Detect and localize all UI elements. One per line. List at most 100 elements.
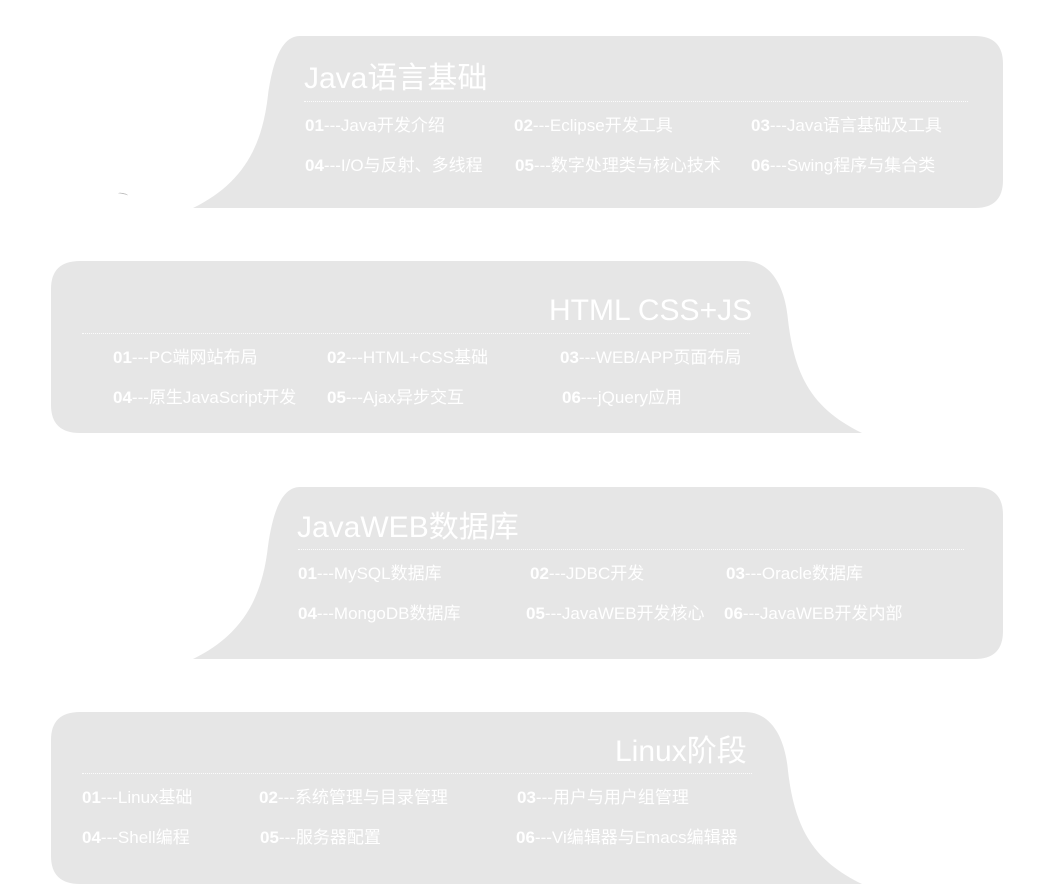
- item-separator: ---: [277, 788, 295, 807]
- item-label: MySQL数据库: [333, 564, 442, 583]
- item-separator: ---: [100, 828, 118, 847]
- course-item-01[interactable]: 01---Java开发介绍: [305, 116, 445, 136]
- item-separator: ---: [345, 388, 363, 407]
- item-separator: ---: [548, 564, 566, 583]
- course-item-02[interactable]: 02---JDBC开发: [530, 564, 644, 584]
- item-separator: ---: [533, 156, 551, 175]
- item-number: 01: [82, 788, 101, 807]
- item-number: 02: [514, 116, 533, 135]
- item-number: 04: [82, 828, 101, 847]
- item-number: 06: [724, 604, 743, 623]
- item-number: 06: [751, 156, 770, 175]
- item-separator: ---: [100, 788, 118, 807]
- item-label: Shell编程: [117, 828, 190, 847]
- item-number: 01: [305, 116, 324, 135]
- item-label: 原生JavaScript开发: [148, 388, 297, 407]
- course-item-02[interactable]: 02---系统管理与目录管理: [259, 788, 448, 808]
- item-number: 03: [517, 788, 536, 807]
- item-number: 04: [305, 156, 324, 175]
- item-number: 02: [530, 564, 549, 583]
- item-number: 02: [259, 788, 278, 807]
- course-item-05[interactable]: 05---数字处理类与核心技术: [515, 156, 721, 176]
- item-label: Linux基础: [117, 788, 193, 807]
- item-label: jQuery应用: [597, 388, 682, 407]
- item-label: Eclipse开发工具: [549, 116, 673, 135]
- item-separator: ---: [131, 388, 149, 407]
- item-label: JavaWEB开发核心: [561, 604, 705, 623]
- item-separator: ---: [769, 156, 787, 175]
- course-item-06[interactable]: 06---jQuery应用: [562, 388, 682, 408]
- course-item-01[interactable]: 01---MySQL数据库: [298, 564, 442, 584]
- item-separator: ---: [316, 564, 334, 583]
- item-number: 05: [260, 828, 279, 847]
- item-separator: ---: [578, 348, 596, 367]
- item-label: Oracle数据库: [761, 564, 863, 583]
- course-item-03[interactable]: 03---WEB/APP页面布局: [560, 348, 741, 368]
- course-item-01[interactable]: 01---Linux基础: [82, 788, 193, 808]
- course-item-04[interactable]: 04---MongoDB数据库: [298, 604, 461, 624]
- item-label: Swing程序与集合类: [786, 156, 936, 175]
- card-title: Linux阶段: [615, 735, 747, 768]
- item-number: 05: [526, 604, 545, 623]
- item-separator: ---: [316, 604, 334, 623]
- item-separator: ---: [769, 116, 787, 135]
- card-title: JavaWEB数据库: [297, 511, 519, 544]
- item-label: I/O与反射、多线程: [340, 156, 483, 175]
- item-label: 服务器配置: [295, 828, 381, 847]
- item-label: 数字处理类与核心技术: [550, 156, 721, 175]
- item-number: 06: [562, 388, 581, 407]
- item-separator: ---: [532, 116, 550, 135]
- course-item-02[interactable]: 02---Eclipse开发工具: [514, 116, 673, 136]
- item-number: 04: [113, 388, 132, 407]
- item-separator: ---: [544, 604, 562, 623]
- item-label: Ajax异步交互: [362, 388, 464, 407]
- item-label: HTML+CSS基础: [362, 348, 489, 367]
- card-divider: [304, 101, 968, 102]
- course-card-java-basics: Java语言基础 01---Java开发介绍 02---Eclipse开发工具 …: [0, 0, 1052, 220]
- card-title: Java语言基础: [304, 62, 488, 95]
- course-item-03[interactable]: 03---Java语言基础及工具: [751, 116, 942, 136]
- card-background: [193, 487, 1003, 659]
- item-number: 03: [726, 564, 745, 583]
- course-item-03[interactable]: 03---Oracle数据库: [726, 564, 863, 584]
- item-number: 01: [113, 348, 132, 367]
- item-number: 02: [327, 348, 346, 367]
- item-label: 用户与用户组管理: [552, 788, 689, 807]
- course-item-06[interactable]: 06---JavaWEB开发内部: [724, 604, 903, 624]
- item-separator: ---: [744, 564, 762, 583]
- item-number: 04: [298, 604, 317, 623]
- card-background: [193, 36, 1003, 208]
- course-item-04[interactable]: 04---I/O与反射、多线程: [305, 156, 483, 176]
- course-item-04[interactable]: 04---Shell编程: [82, 828, 190, 848]
- card-title: HTML CSS+JS: [549, 294, 753, 327]
- item-label: JavaWEB开发内部: [759, 604, 903, 623]
- item-label: Java开发介绍: [340, 116, 445, 135]
- course-item-06[interactable]: 06---Swing程序与集合类: [751, 156, 935, 176]
- course-item-05[interactable]: 05---服务器配置: [260, 828, 381, 848]
- course-item-01[interactable]: 01---PC端网站布局: [113, 348, 258, 368]
- item-separator: ---: [580, 388, 598, 407]
- item-number: 06: [516, 828, 535, 847]
- item-separator: ---: [534, 828, 552, 847]
- course-item-05[interactable]: 05---Ajax异步交互: [327, 388, 464, 408]
- course-item-04[interactable]: 04---原生JavaScript开发: [113, 388, 296, 408]
- course-item-05[interactable]: 05---JavaWEB开发核心: [526, 604, 705, 624]
- item-separator: ---: [535, 788, 553, 807]
- course-item-06[interactable]: 06---Vi编辑器与Emacs编辑器: [516, 828, 738, 848]
- course-card-javaweb-database: JavaWEB数据库 01---MySQL数据库 02---JDBC开发 03-…: [193, 487, 1003, 659]
- item-label: MongoDB数据库: [333, 604, 461, 623]
- item-number: 05: [327, 388, 346, 407]
- item-label: Java语言基础及工具: [786, 116, 942, 135]
- item-separator: ---: [345, 348, 363, 367]
- item-number: 05: [515, 156, 534, 175]
- item-separator: ---: [131, 348, 149, 367]
- course-item-03[interactable]: 03---用户与用户组管理: [517, 788, 689, 808]
- course-item-02[interactable]: 02---HTML+CSS基础: [327, 348, 488, 368]
- item-number: 03: [751, 116, 770, 135]
- item-separator: ---: [323, 116, 341, 135]
- card-divider: [82, 333, 750, 334]
- card-background: [51, 261, 862, 433]
- item-separator: ---: [742, 604, 760, 623]
